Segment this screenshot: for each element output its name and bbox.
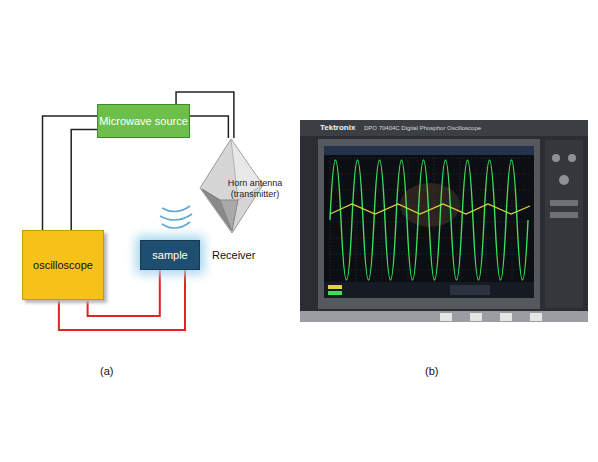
oscilloscope-box: oscilloscope [22,230,104,300]
wire [190,116,228,138]
panel-label: (b) [425,365,438,377]
connector [530,313,542,321]
button-row [550,212,578,218]
wave-arc [162,206,190,212]
node-text: oscilloscope [33,259,93,271]
microwave-waves [160,206,192,228]
sample-box: sample [140,240,200,270]
knob [568,154,576,162]
control-panel [545,140,583,308]
wire [71,130,97,231]
source-box: Microwave source [97,104,190,138]
connector [440,313,452,321]
oscilloscope-photo [300,120,588,322]
readout-box [450,285,490,295]
connector [470,313,482,321]
panel-label: (a) [100,365,113,377]
screen-menu-bar [324,146,534,155]
photo-bezel [300,120,588,322]
knob [552,154,560,162]
ch1-badge [328,285,342,289]
screen [324,146,534,298]
node-text: sample [152,249,187,261]
front-panel-strip [300,311,588,322]
horn-face [220,200,238,231]
brand-label: Tektronix [320,123,355,132]
button-row [550,200,578,206]
bezel-top-strip [300,120,588,136]
wire [43,116,98,230]
screen-frame [318,139,540,309]
wave-arc [160,214,192,220]
horn-antenna: Horn antenna (transmitter) [198,138,290,234]
green-trace [330,160,528,280]
yellow-trace [330,204,530,214]
readout-panel [324,282,534,298]
screen-grid [330,158,530,282]
connector [500,313,512,321]
node-text: Horn antenna (transmitter) [220,178,290,200]
model-label: DPO 70404C Digital Phosphor Oscilloscope [364,125,481,131]
node-text: Microwave source [99,115,188,127]
knob [559,175,569,185]
wave-arc [162,222,190,228]
ch2-badge [328,291,342,295]
receiver-label: Receiver [212,249,255,261]
